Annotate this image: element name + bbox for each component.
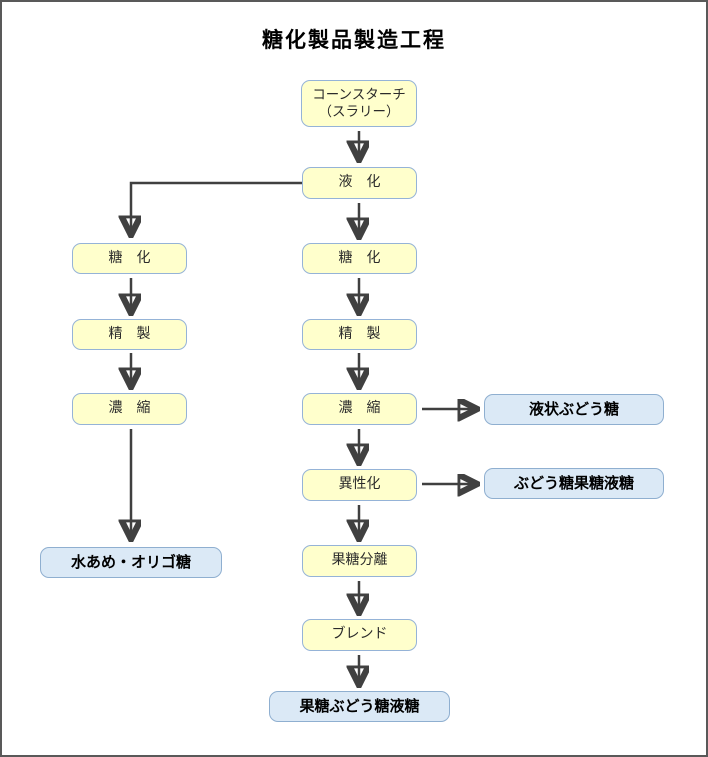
node-iseika: 異性化 bbox=[302, 469, 417, 501]
diagram-title: 糖化製品製造工程 bbox=[262, 28, 446, 52]
node-kato-bunri: 果糖分離 bbox=[302, 545, 417, 577]
node-kato-budoto-ekito: 果糖ぶどう糖液糖 bbox=[269, 691, 450, 722]
node-blend: ブレンド bbox=[302, 619, 417, 651]
node-noshuku-right: 濃 縮 bbox=[302, 393, 417, 425]
node-mizuame-oligo: 水あめ・オリゴ糖 bbox=[40, 547, 222, 578]
node-seisei-right: 精 製 bbox=[302, 319, 417, 350]
node-seisei-left: 精 製 bbox=[72, 319, 187, 350]
node-ekijo-budoto: 液状ぶどう糖 bbox=[484, 394, 664, 425]
node-noshuku-left: 濃 縮 bbox=[72, 393, 187, 425]
node-budoto-kato-ekito: ぶどう糖果糖液糖 bbox=[484, 468, 664, 499]
node-corn-starch: コーンスターチ （スラリー） bbox=[301, 80, 417, 127]
node-ekika: 液 化 bbox=[302, 167, 417, 199]
node-touka-left: 糖 化 bbox=[72, 243, 187, 274]
arrow-ekika-to-touka-left bbox=[131, 181, 302, 234]
node-touka-right: 糖 化 bbox=[302, 243, 417, 274]
